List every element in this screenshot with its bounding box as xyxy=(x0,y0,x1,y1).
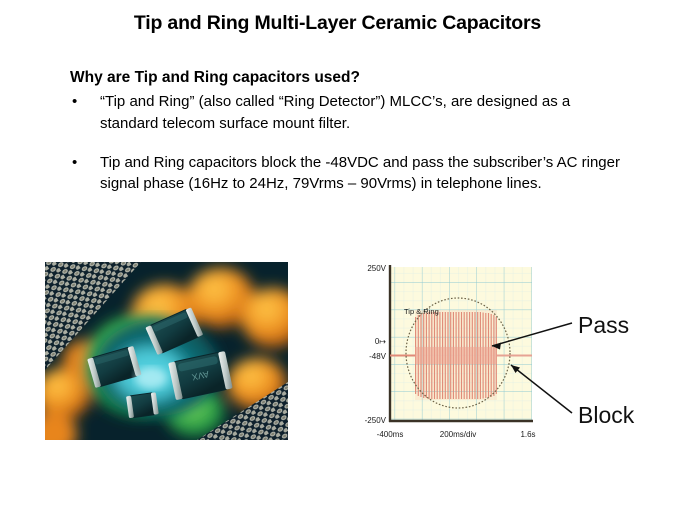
pass-callout: Pass xyxy=(491,312,629,350)
block-callout: Block xyxy=(510,364,635,428)
page-title: Tip and Ring Multi-Layer Ceramic Capacit… xyxy=(133,12,542,34)
list-item: • Tip and Ring capacitors block the -48V… xyxy=(70,152,630,195)
y-tick-zero: 0↦ xyxy=(375,337,386,346)
pass-callout-label: Pass xyxy=(578,312,629,338)
content-block: Why are Tip and Ring capacitors used? • … xyxy=(70,68,630,195)
x-tick-end: 1.6s xyxy=(520,430,535,439)
x-tick-start: -400ms xyxy=(377,430,404,439)
waveform-scope-figure: Tip & Ring 250V 0↦ -48V -250V -400ms 200… xyxy=(340,255,670,465)
block-callout-label: Block xyxy=(578,402,635,428)
y-tick-250v: 250V xyxy=(367,264,386,273)
trace-label: Tip & Ring xyxy=(404,307,439,316)
list-item: • “Tip and Ring” (also called “Ring Dete… xyxy=(70,91,630,134)
bullet-marker-icon: • xyxy=(72,93,78,111)
x-axis-scale-label: 200ms/div xyxy=(440,430,476,439)
highlight-ellipse xyxy=(405,297,511,409)
y-tick-minus48v: -48V xyxy=(369,352,387,361)
list-item-text: “Tip and Ring” (also called “Ring Detect… xyxy=(100,93,571,132)
list-item-text: Tip and Ring capacitors block the -48VDC… xyxy=(100,153,620,193)
waveform-trace xyxy=(390,310,532,400)
bullet-marker-icon: • xyxy=(72,153,78,171)
mlcc-capacitors-photo: AVX xyxy=(45,262,288,440)
chip-marking-text: AVX xyxy=(191,369,210,382)
y-tick-minus250v: -250V xyxy=(365,416,387,425)
section-heading: Why are Tip and Ring capacitors used? xyxy=(70,69,360,86)
